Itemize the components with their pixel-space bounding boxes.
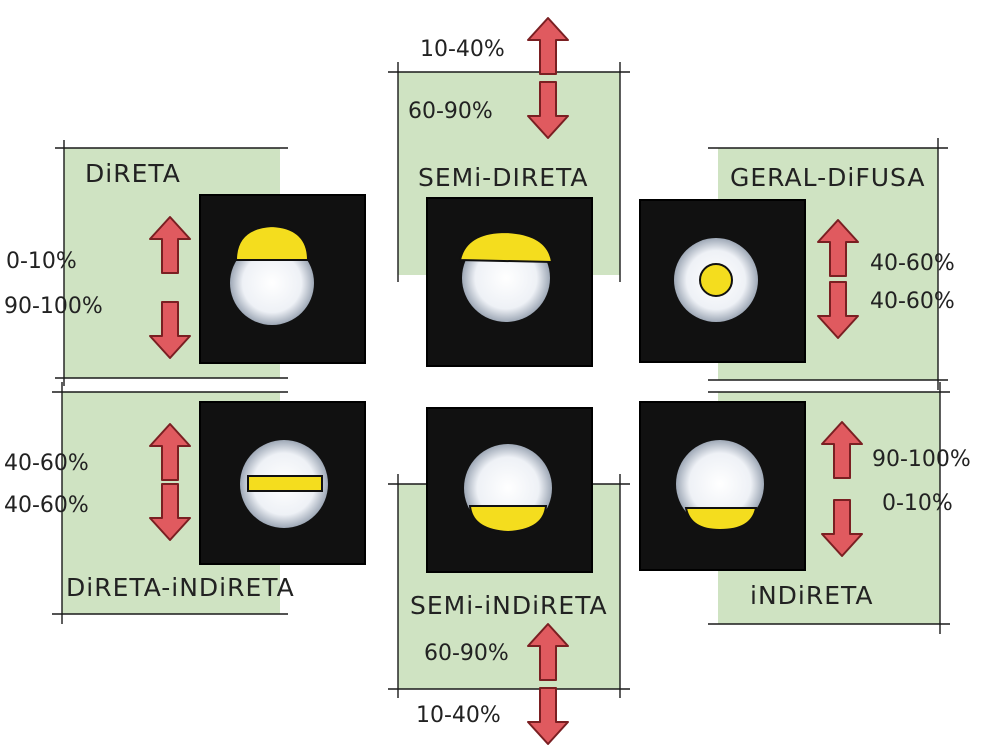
category-semi-indireta: SEMi-iNDiRETA 60-90% 10-40% [388,407,630,745]
category-geral-difusa: GERAL-DiFUSA 40-60% 40-60% [639,138,955,390]
category-title: SEMi-DIRETA [418,163,588,192]
upward-percentage: 40-60% [4,451,89,476]
category-title: iNDiRETA [750,581,873,610]
category-title: DiRETA [85,159,181,188]
upward-percentage: 90-100% [872,447,971,472]
category-title: SEMi-iNDiRETA [410,591,608,620]
category-direta: DiRETA 0-10% 90-100% [4,140,366,386]
category-title: DiRETA-iNDiRETA [66,573,295,602]
diffuse-light-icon [639,199,806,363]
semi-direct-light-icon [426,197,593,367]
upward-percentage: 40-60% [870,251,955,276]
indirect-light-icon [639,401,806,571]
category-direta-indireta: DiRETA-iNDiRETA 40-60% 40-60% [4,382,366,624]
downward-percentage: 60-90% [408,99,493,124]
downward-percentage: 40-60% [870,289,955,314]
category-indireta: iNDiRETA 90-100% 0-10% [639,382,971,634]
category-semi-direta: SEMi-DIRETA 10-40% 60-90% [388,17,630,367]
downward-percentage: 40-60% [4,493,89,518]
direct-indirect-light-icon [199,401,366,565]
upward-percentage: 60-90% [424,641,509,666]
downward-percentage: 0-10% [882,491,953,516]
downward-percentage: 90-100% [4,294,103,319]
category-title: GERAL-DiFUSA [730,163,925,192]
downward-percentage: 10-40% [416,703,501,728]
arrow-down-icon [527,687,569,745]
semi-indirect-light-icon [426,407,593,573]
arrow-up-icon [527,17,569,75]
direct-light-icon [199,194,366,364]
upward-percentage: 10-40% [420,37,505,62]
upward-percentage: 0-10% [6,249,77,274]
